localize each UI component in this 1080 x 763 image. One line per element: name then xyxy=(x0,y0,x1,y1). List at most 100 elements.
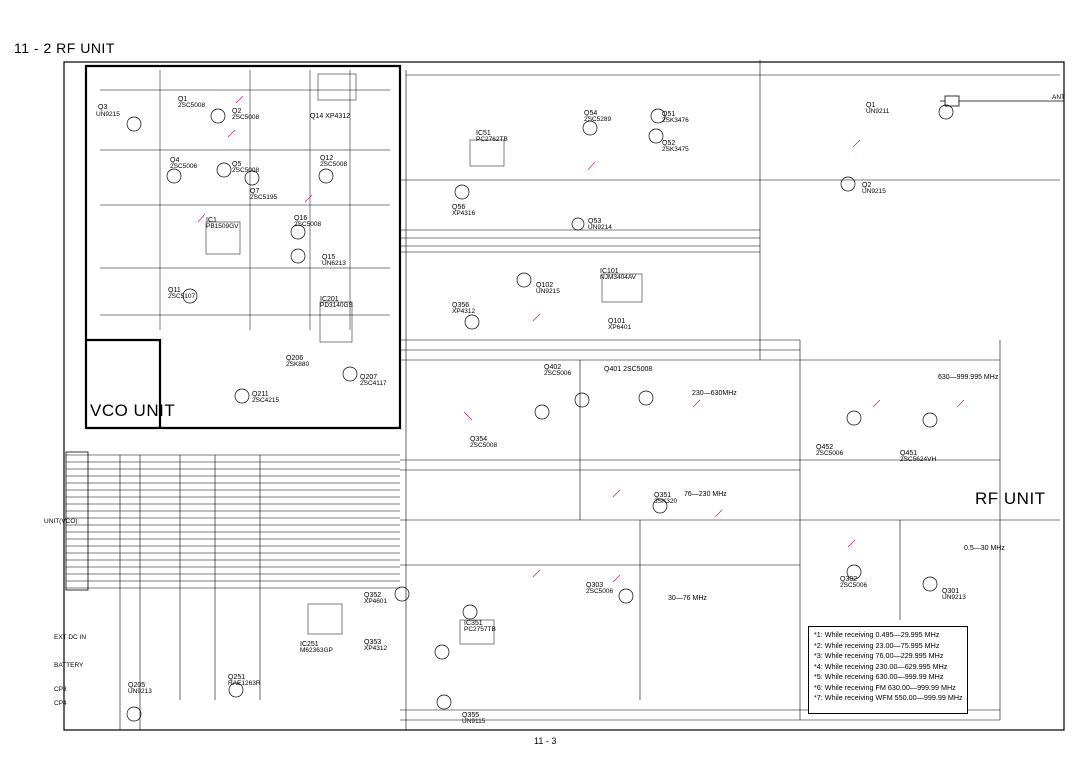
freq-30-76: 30—76 MHz xyxy=(668,595,707,602)
cp3-label: CP3 xyxy=(54,686,67,693)
ic251-type: M62363GP xyxy=(300,647,333,654)
q206-type: 2SK880 xyxy=(286,361,310,368)
q16-label: Q16 xyxy=(294,215,308,222)
ic351-label: IC351 xyxy=(464,620,483,627)
ic201-type: PD3140GS xyxy=(320,302,353,309)
vco-unit-label: VCO UNIT xyxy=(90,401,176,420)
q16-type: 2SC5008 xyxy=(294,221,322,228)
legend-row: *2: While receiving 23.00—75.995 MHz xyxy=(814,640,940,650)
q53-type: UN9214 xyxy=(588,224,612,231)
q51-type: 2SK3476 xyxy=(662,117,689,124)
q452-label: Q452 xyxy=(816,444,834,451)
freq-76-230: 76—230 MHz xyxy=(684,491,727,498)
q205-type: UN9213 xyxy=(128,688,152,695)
q353-label: Q353 xyxy=(364,639,382,646)
q101-label: Q101 xyxy=(608,318,626,325)
q211-type: 2SC4215 xyxy=(252,397,280,404)
legend-row: *4: While receiving 230.00—629.995 MHz xyxy=(814,661,948,671)
q51-label: Q51 xyxy=(662,111,676,118)
q211-label: Q211 xyxy=(252,391,269,398)
vco-unit-frame xyxy=(84,64,402,430)
q5-label: Q5 xyxy=(232,161,242,168)
q402-label: Q402 xyxy=(544,364,562,371)
q401-label: Q401 2SC5008 xyxy=(604,366,653,373)
q352-type: XP4601 xyxy=(364,598,388,605)
q451-label: Q451 xyxy=(900,450,918,457)
legend-row: *1: While receiving 0.495—29.995 MHz xyxy=(814,630,940,639)
q207-label: Q207 xyxy=(360,374,378,381)
q2-type: 2SC5008 xyxy=(232,114,260,121)
q2r-label: Q2 xyxy=(862,182,872,189)
q206-label: Q206 xyxy=(286,355,304,362)
q5-type: 2SC5008 xyxy=(232,167,260,174)
q302-type: 2SC5006 xyxy=(840,582,868,589)
q301-type: UN9213 xyxy=(942,594,966,601)
q355-type: UN9115 xyxy=(462,718,486,725)
q301-label: Q301 xyxy=(942,588,960,595)
q101-type: XP6401 xyxy=(608,324,632,331)
rf-unit-frame xyxy=(63,61,1065,731)
q251-label: Q251 xyxy=(228,674,246,681)
q52-type: 2SK3475 xyxy=(662,146,689,153)
legend-row: *3: While receiving 76.00—229.995 MHz xyxy=(814,651,944,660)
q354-label: Q354 xyxy=(470,436,488,443)
q11-label: Q11 xyxy=(168,287,181,294)
legend-box: *1: While receiving 0.495—29.995 MHz *2:… xyxy=(808,626,968,714)
legend-row: *6: While receiving FM 630.00—999.99 MHz xyxy=(814,682,956,692)
legend-row: *7: While receiving WFM 550.00—999.99 MH… xyxy=(814,693,963,702)
ic201-label: IC201 xyxy=(320,296,339,303)
ic101-label: IC101 xyxy=(600,268,619,275)
q12-type: 2SC5008 xyxy=(320,161,348,168)
ext-dc-in-label: EXT DC IN xyxy=(54,634,87,641)
q15-label: Q15 xyxy=(322,254,336,261)
ic51-type: PC2762TB xyxy=(476,136,508,143)
bus-lines xyxy=(66,454,400,730)
q54-label: Q54 xyxy=(584,110,598,117)
q102-type: UN9215 xyxy=(536,288,560,295)
freq-0_5-30: 0.5—30 MHz xyxy=(964,545,1005,552)
unit-vco-label: UNIT(VCO) xyxy=(44,518,78,525)
q1r-type: UN9211 xyxy=(866,108,890,115)
legend-row: *5: While receiving 630.00—999.99 MHz xyxy=(814,672,944,681)
connector-j1 xyxy=(65,451,89,591)
freq-630-999: 630—999.995 MHz xyxy=(938,374,999,381)
ic1-type: PB1509GV xyxy=(206,223,239,230)
battery-label: BATTERY xyxy=(54,662,84,669)
q53-label: Q53 xyxy=(588,218,602,225)
q4-label: Q4 xyxy=(170,157,180,164)
q56-label: Q56 xyxy=(452,204,466,211)
q452-type: 2SC5006 xyxy=(816,450,844,457)
q353-type: XP4312 xyxy=(364,645,388,652)
q207-type: 2SC4117 xyxy=(360,380,387,387)
ic51-label: IC51 xyxy=(476,130,491,137)
q354-type: 2SC5008 xyxy=(470,442,498,449)
ic351-type: PC2757TB xyxy=(464,626,496,633)
q7-type: 2SC5195 xyxy=(250,194,278,201)
q3-label: Q3 xyxy=(98,104,108,111)
q303-type: 2SC5006 xyxy=(586,588,614,595)
q11-type: 2SC5107 xyxy=(168,293,196,300)
q352-label: Q352 xyxy=(364,592,382,599)
q54-type: 2SC5289 xyxy=(584,116,612,123)
q56-type: XP4316 xyxy=(452,210,476,217)
ant-label: ANT xyxy=(1052,94,1065,101)
q7-label: Q7 xyxy=(250,188,260,195)
q3-type: UN9215 xyxy=(96,111,120,118)
ic1-label: IC1 xyxy=(206,217,217,224)
q2-label: Q2 xyxy=(232,108,242,115)
q451-type: 2SC5624VH xyxy=(900,456,937,463)
q102-label: Q102 xyxy=(536,282,554,289)
q356-type: XP4312 xyxy=(452,308,476,315)
page-title: 11 - 2 RF UNIT xyxy=(14,40,115,56)
q1r-label: Q1 xyxy=(866,102,876,109)
q356-label: Q356 xyxy=(452,302,470,309)
rf-unit-label: RF UNIT xyxy=(975,489,1046,508)
page-number: 11 - 3 xyxy=(534,736,557,746)
q2r-type: UN9215 xyxy=(862,188,886,195)
q15-type: UN6213 xyxy=(322,260,346,267)
q205-label: Q205 xyxy=(128,682,146,689)
q251-type: RAE1263R xyxy=(228,680,261,687)
q52-label: Q52 xyxy=(662,140,676,147)
q1-type: 2SC5008 xyxy=(178,102,206,109)
